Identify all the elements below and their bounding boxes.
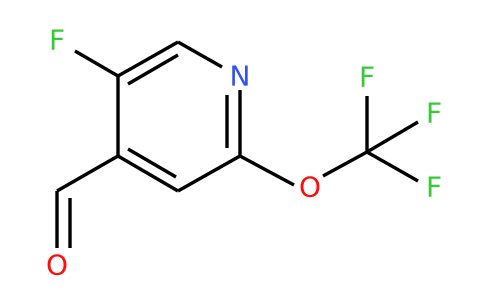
bond-c6-c5 — [177, 154, 241, 193]
bond-c2-n — [177, 40, 223, 69]
bond-c5-c4 — [117, 154, 179, 193]
atom-labels: F N O F F F O — [46, 24, 442, 282]
atom-f-top: F — [359, 61, 375, 94]
bond-o-cf3 — [322, 150, 368, 178]
bond-c6-o — [239, 154, 295, 187]
bond-c5-c4-double — [127, 147, 177, 179]
bond-cf3-fbottom — [366, 150, 419, 183]
bonds — [55, 40, 419, 248]
atom-o-aldehyde: O — [46, 249, 68, 282]
bond-c3-c2 — [117, 40, 179, 78]
atom-f-bottom: F — [426, 171, 442, 204]
atom-f-ring: F — [49, 24, 65, 57]
bond-c3-f — [74, 49, 119, 78]
atom-f-right: F — [426, 97, 442, 130]
bond-c4-cho — [56, 154, 119, 193]
atom-n-ring: N — [230, 60, 251, 93]
bond-cf3-fright — [366, 120, 419, 154]
atom-o-ether: O — [299, 171, 321, 204]
bond-c3-c2-double — [127, 53, 179, 86]
